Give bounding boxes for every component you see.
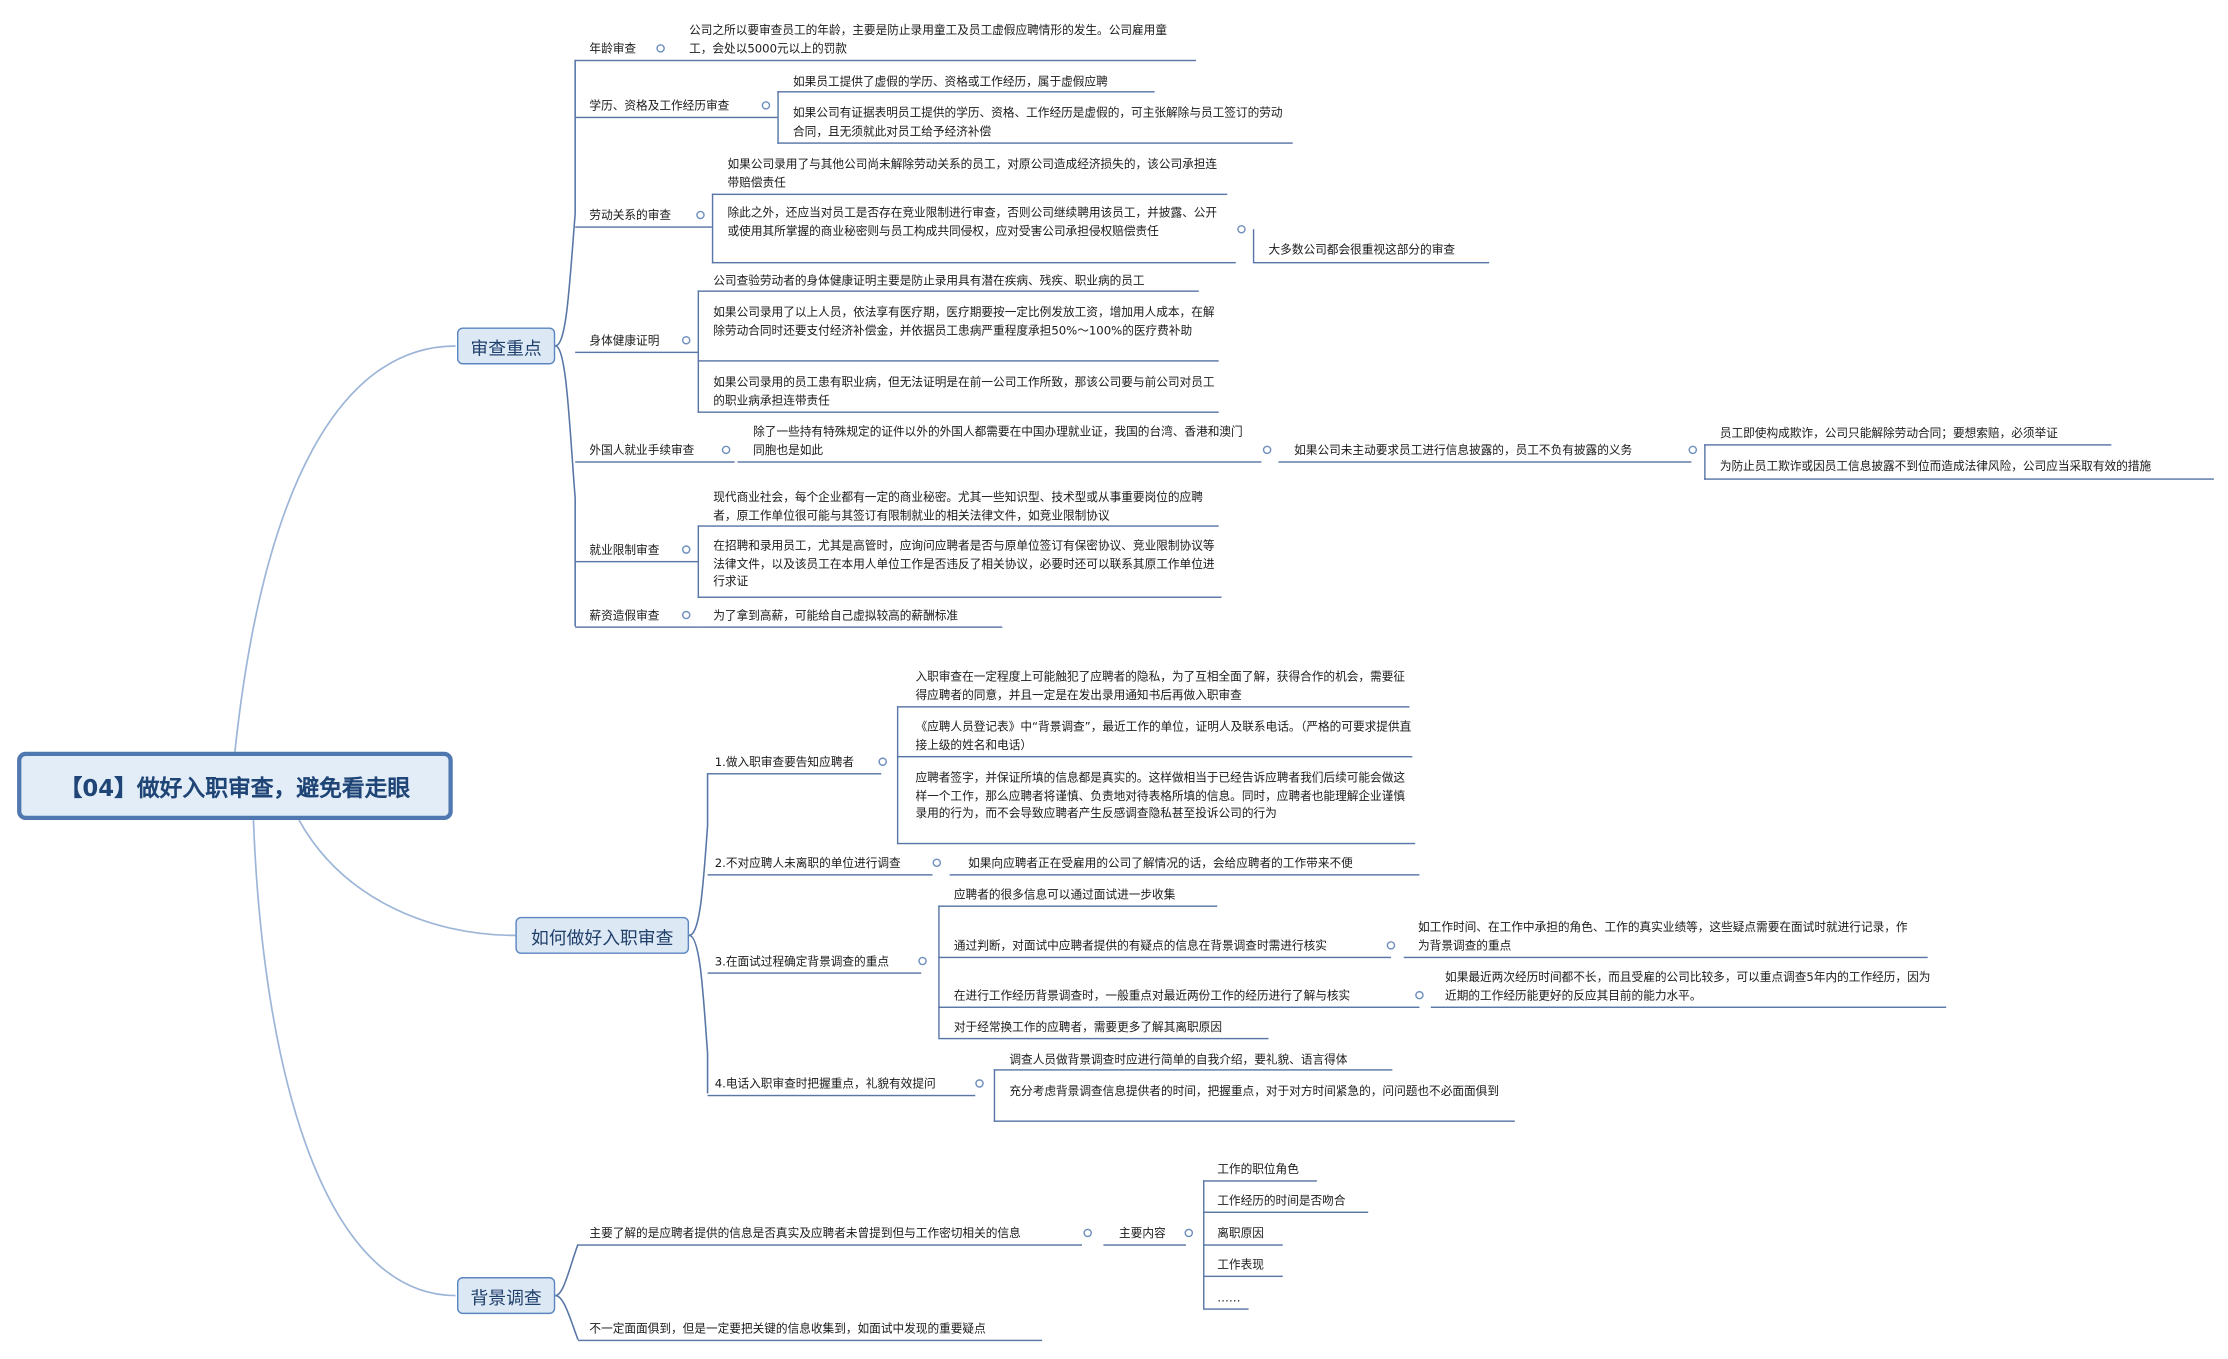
salary-fraud-label[interactable]: 薪资造假审查: [589, 607, 660, 623]
health-certificate-label[interactable]: 身体健康证明: [589, 333, 660, 348]
collapse-toggle-icon[interactable]: [761, 101, 771, 110]
age-review-text[interactable]: 公司之所以要审查员工的年龄，主要是防止录用童工及员工虚假应聘情形的发生。公司雇用…: [689, 22, 1168, 55]
collapse-toggle-icon[interactable]: [932, 858, 942, 868]
employment-restriction-label[interactable]: 就业限制审查: [589, 542, 660, 557]
foreigner-employment-text[interactable]: 除了一些持有特殊规定的证件以外的外国人都需要在中国办理就业证，我国的台湾、香港和…: [753, 424, 1243, 457]
topic-background-check[interactable]: 背景调查: [457, 1277, 556, 1315]
content-item[interactable]: 工作的职位角色: [1217, 1161, 1299, 1176]
salary-fraud-text[interactable]: 为了拿到高薪，可能给自己虚拟较高的薪酬标准: [713, 607, 959, 623]
inform-applicant-item[interactable]: 入职审查在一定程度上可能触犯了应聘者的隐私，为了互相全面了解，获得合作的机会，需…: [915, 669, 1406, 702]
content-item[interactable]: 工作经历的时间是否吻合: [1217, 1193, 1346, 1208]
inform-applicant-label[interactable]: 1.做入职审查要告知应聘者: [714, 754, 855, 769]
background-check-main[interactable]: 主要了解的是应聘者提供的信息是否真实及应聘者未曾提到但与工作密切相关的信息: [589, 1225, 1021, 1241]
collapse-toggle-icon[interactable]: [681, 610, 691, 620]
phone-review-label[interactable]: 4.电话入职审查时把握重点，礼貌有效提问: [714, 1076, 936, 1091]
collapse-toggle-icon[interactable]: [918, 956, 927, 966]
labor-relation-item[interactable]: 如果公司录用了与其他公司尚未解除劳动关系的员工，对原公司造成经济损失的，该公司承…: [727, 156, 1218, 189]
interview-focus-note[interactable]: 如工作时间、在工作中承担的角色、工作的真实业绩等，这些疑点需要在面试时就进行记录…: [1418, 919, 1908, 952]
main-content-label[interactable]: 主要内容: [1119, 1225, 1166, 1241]
inform-applicant-item[interactable]: 《应聘人员登记表》中“背景调查”，最近工作的单位，证明人及联系电话。（严格的可要…: [915, 718, 1412, 752]
employment-restriction-item[interactable]: 现代商业社会，每个企业都有一定的商业秘密。尤其一些知识型、技术型或从事重要岗位的…: [713, 489, 1203, 522]
collapse-toggle-icon[interactable]: [1083, 1228, 1092, 1238]
collapse-toggle-icon[interactable]: [681, 545, 691, 554]
education-review-item[interactable]: 如果员工提供了虚假的学历、资格或工作经历，属于虚假应聘: [793, 74, 1108, 89]
collapse-toggle-icon[interactable]: [656, 44, 665, 53]
interview-focus-item[interactable]: 应聘者的很多信息可以通过面试进一步收集: [953, 886, 1176, 902]
collapse-toggle-icon[interactable]: [1386, 941, 1396, 950]
health-certificate-item[interactable]: 如果公司录用的员工患有职业病，但无法证明是在前一公司工作所致，那该公司要与前公司…: [713, 374, 1215, 407]
interview-focus-note[interactable]: 如果最近两次经历时间都不长，而且受雇的公司比较多，可以重点调查5年内的工作经历，…: [1445, 969, 1931, 1002]
labor-relation-item[interactable]: 除此之外，还应当对员工是否存在竞业限制进行审查，否则公司继续聘用该员工，并披露、…: [727, 205, 1218, 238]
education-review-label[interactable]: 学历、资格及工作经历审查: [589, 98, 730, 113]
health-certificate-item[interactable]: 如果公司录用了以上人员，依法享有医疗期，医疗期要按一定比例发放工资，增加用人成本…: [713, 304, 1215, 337]
health-certificate-item[interactable]: 公司查验劳动者的身体健康证明主要是防止录用具有潜在疾病、残疾、职业病的员工: [713, 273, 1145, 288]
foreigner-disclosure-note[interactable]: 如果公司未主动要求员工进行信息披露的，员工不负有披露的义务: [1294, 442, 1633, 458]
collapse-toggle-icon[interactable]: [975, 1079, 984, 1088]
collapse-toggle-icon[interactable]: [1262, 445, 1272, 455]
collapse-toggle-icon[interactable]: [878, 757, 887, 766]
phone-review-item[interactable]: 调查人员做背景调查时应进行简单的自我介绍，要礼貌、语言得体: [1009, 1052, 1348, 1067]
collapse-toggle-icon[interactable]: [1237, 224, 1246, 234]
labor-relation-label[interactable]: 劳动关系的审查: [589, 207, 672, 223]
collapse-toggle-icon[interactable]: [721, 445, 731, 455]
interview-focus-item[interactable]: 通过判断，对面试中应聘者提供的有疑点的信息在背景调查时需进行核实: [953, 938, 1327, 953]
foreigner-disclosure-item[interactable]: 员工即使构成欺诈，公司只能解除劳动合同；要想索赔，必须举证: [1719, 425, 2058, 440]
no-current-employer-label[interactable]: 2.不对应聘人未离职的单位进行调查: [714, 855, 901, 870]
inform-applicant-item[interactable]: 应聘者签字，并保证所填的信息都是真实的。这样做相当于已经告诉应聘者我们后续可能会…: [915, 770, 1406, 821]
content-item[interactable]: ……: [1217, 1289, 1241, 1305]
no-current-employer-text[interactable]: 如果向应聘者正在受雇用的公司了解情况的话，会给应聘者的工作带来不便: [968, 855, 1353, 870]
collapse-toggle-icon[interactable]: [1184, 1228, 1194, 1238]
phone-review-item[interactable]: 充分考虑背景调查信息提供者的时间，把握重点，对于对方时间紧急的，问问题也不必面面…: [1009, 1083, 1500, 1098]
employment-restriction-item[interactable]: 在招聘和录用员工，尤其是高管时，应询问应聘者是否与原单位签订有保密协议、竞业限制…: [713, 538, 1215, 589]
topic-review-focus[interactable]: 审查重点: [457, 327, 556, 365]
collapse-toggle-icon[interactable]: [696, 210, 705, 220]
foreigner-employment-label[interactable]: 外国人就业手续审查: [589, 442, 695, 458]
interview-focus-item[interactable]: 对于经常换工作的应聘者，需要更多了解其离职原因: [953, 1019, 1223, 1034]
topic-how-to-review[interactable]: 如何做好入职审查: [515, 916, 690, 954]
interview-focus-item[interactable]: 在进行工作经历背景调查时，一般重点对最近两份工作的经历进行了解与核实: [953, 988, 1351, 1003]
background-check-last[interactable]: 不一定面面俱到，但是一定要把关键的信息收集到，如面试中发现的重要疑点: [589, 1321, 986, 1336]
content-item[interactable]: 离职原因: [1217, 1225, 1264, 1241]
foreigner-disclosure-item[interactable]: 为防止员工欺诈或因员工信息披露不到位而造成法律风险，公司应当采取有效的措施: [1719, 458, 2152, 473]
collapse-toggle-icon[interactable]: [681, 335, 691, 345]
age-review-label[interactable]: 年龄审查: [589, 41, 637, 56]
interview-focus-label[interactable]: 3.在面试过程确定背景调查的重点: [714, 953, 890, 969]
labor-relation-note[interactable]: 大多数公司都会很重视这部分的审查: [1268, 242, 1456, 257]
root-topic[interactable]: 【04】做好入职审查，避免看走眼: [17, 751, 453, 821]
education-review-item[interactable]: 如果公司有证据表明员工提供的学历、资格、工作经历是虚假的，可主张解除与员工签订的…: [793, 105, 1283, 138]
collapse-toggle-icon[interactable]: [1688, 445, 1698, 455]
collapse-toggle-icon[interactable]: [1415, 990, 1424, 1000]
content-item[interactable]: 工作表现: [1217, 1257, 1264, 1272]
